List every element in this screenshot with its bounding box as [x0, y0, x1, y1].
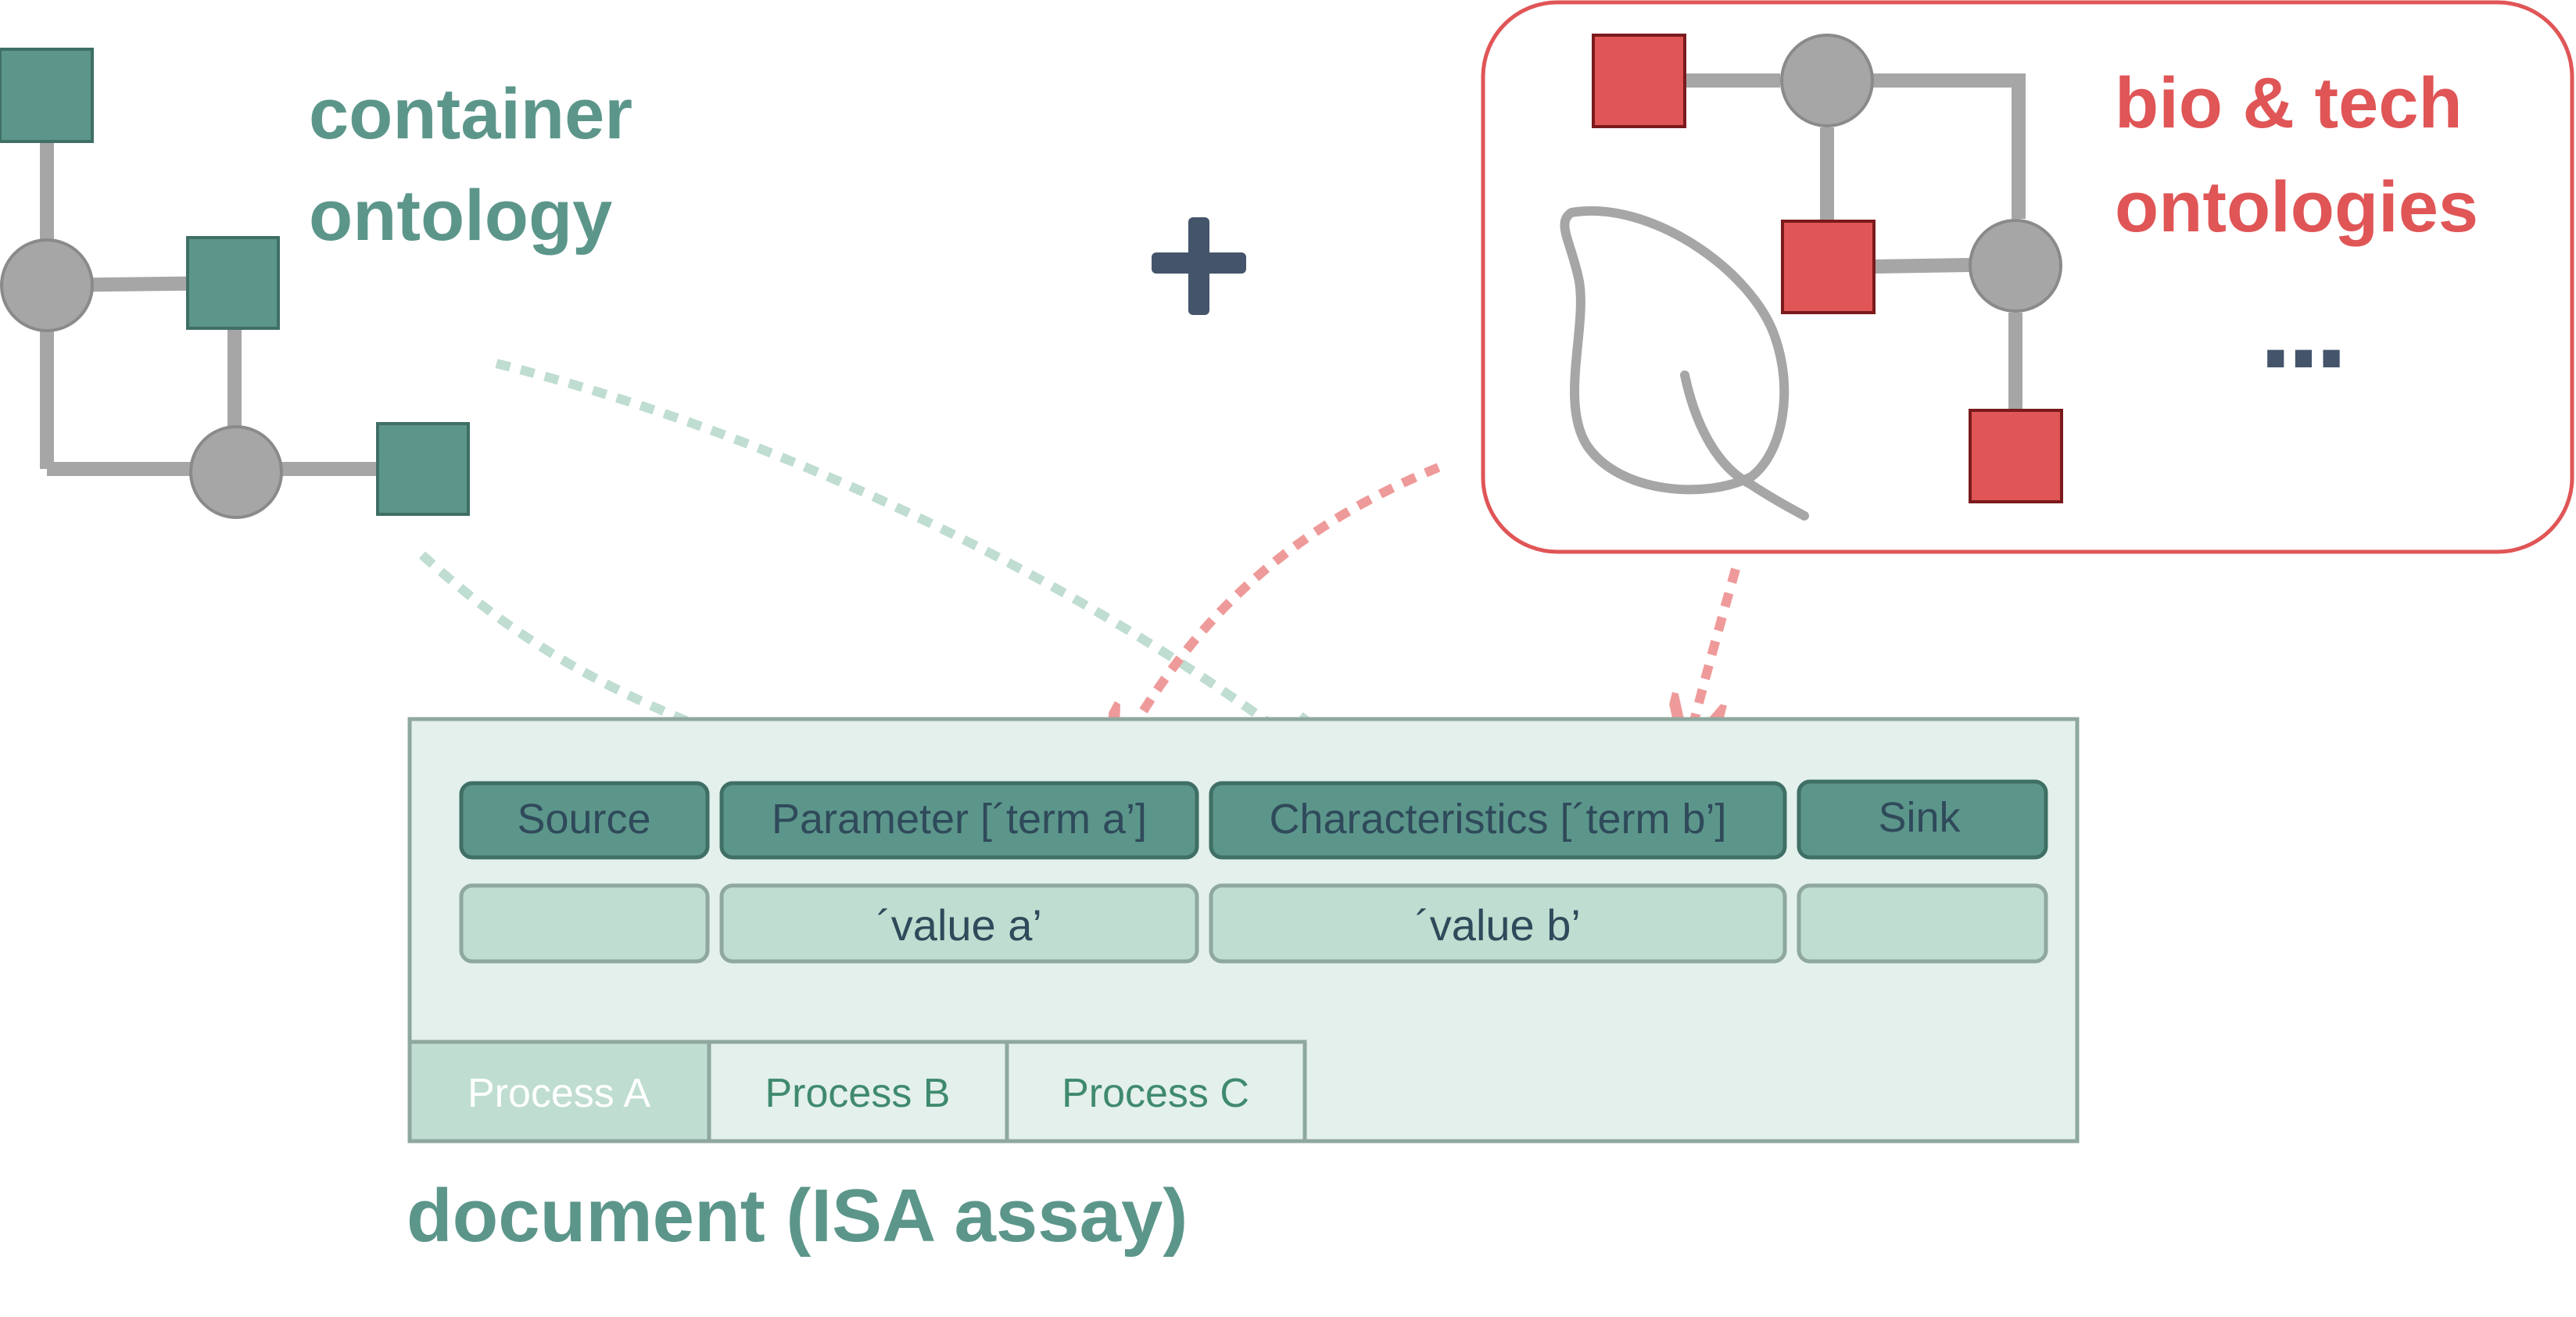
- container-node-square: [186, 236, 280, 330]
- value-cell-sink[interactable]: [1797, 883, 2048, 964]
- container-ontology-title-line1: container: [309, 74, 632, 154]
- bio-tech-node-square: [1969, 409, 2063, 503]
- container-node-circle: [0, 238, 94, 332]
- header-cell-characteristics[interactable]: [1209, 781, 1787, 860]
- bio-tech-node-circle: [1780, 34, 1874, 127]
- process-tabs: Process A Process B Process C: [407, 1040, 1307, 1143]
- tab-process-c-label: Process C: [1062, 1071, 1249, 1116]
- value-cell-parameter[interactable]: [719, 883, 1199, 964]
- container-ontology-title-line2: ontology: [309, 176, 612, 256]
- value-cell-characteristics[interactable]: [1209, 883, 1787, 964]
- red-arrow-to-characteristics: [1689, 567, 1740, 743]
- leaf-icon: [1560, 206, 1809, 521]
- tab-process-a-label: Process A: [468, 1071, 650, 1116]
- bio-tech-ellipsis: ...: [2259, 261, 2343, 392]
- plus-symbol: [1152, 217, 1246, 315]
- header-cell-characteristics-label: Characteristics [´term b’]: [1269, 796, 1726, 843]
- value-row: ´value a’ ´value b’: [459, 883, 2048, 964]
- value-cell-parameter-label: ´value a’: [876, 900, 1042, 950]
- tab-process-b[interactable]: [707, 1040, 1009, 1143]
- tab-process-b-label: Process B: [765, 1071, 951, 1116]
- value-cell-characteristics-label: ´value b’: [1415, 900, 1581, 950]
- bio-tech-node-square: [1781, 220, 1876, 314]
- header-cell-sink[interactable]: [1797, 779, 2048, 860]
- bio-tech-title-line1: bio & tech: [2115, 63, 2463, 143]
- container-node-circle: [189, 425, 283, 519]
- red-arrow-to-parameter: [1118, 463, 1441, 754]
- header-cell-source[interactable]: [459, 781, 710, 860]
- bio-tech-title-line2: ontologies: [2115, 167, 2478, 247]
- tab-process-a[interactable]: [407, 1040, 711, 1143]
- container-node-square: [0, 48, 94, 143]
- bio-tech-node-square: [1592, 34, 1686, 128]
- bio-tech-node-circle: [1969, 219, 2062, 313]
- teal-arrow-to-characteristics: [495, 359, 1321, 762]
- document-caption: document (ISA assay): [407, 1174, 1188, 1258]
- container-ontology-graph: [0, 48, 470, 519]
- container-node-square: [376, 422, 470, 516]
- header-cell-sink-label: Sink: [1878, 794, 1961, 841]
- bio-tech-graph: [1592, 34, 2063, 503]
- header-cell-parameter-label: Parameter [´term a’]: [772, 796, 1147, 843]
- header-cell-parameter[interactable]: [719, 781, 1199, 860]
- header-cell-source-label: Source: [517, 796, 650, 843]
- header-row: Source Parameter [´term a’] Characterist…: [459, 779, 2048, 860]
- value-cell-source[interactable]: [459, 883, 710, 964]
- tab-process-c[interactable]: [1005, 1040, 1307, 1143]
